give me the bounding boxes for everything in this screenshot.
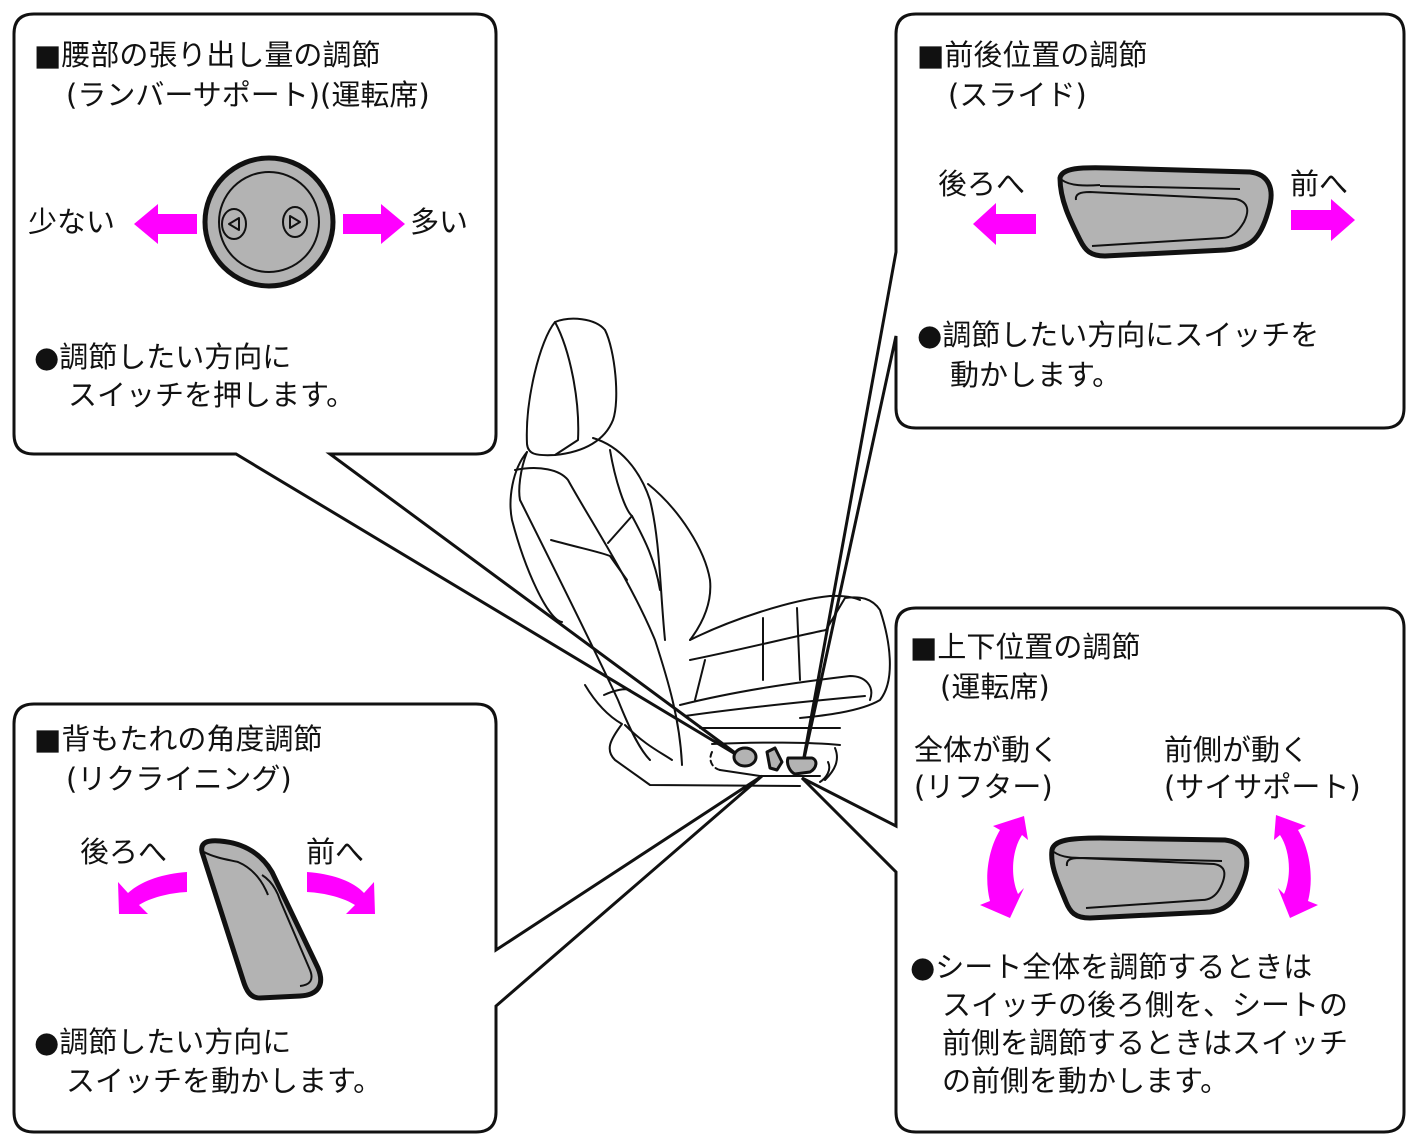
recline-subtitle: (リクライニング) [66, 762, 292, 796]
slide-note-line2: 動かします。 [950, 358, 1122, 392]
recline-note-line1: ●調節したい方向に [34, 1025, 292, 1059]
seat-illustration [509, 317, 891, 787]
panel-lumbar-outline [12, 12, 743, 760]
lumbar-note-line2: スイッチを押します。 [68, 378, 356, 412]
arrow-left-icon [134, 204, 197, 244]
arrow-left-icon [973, 203, 1036, 245]
arrow-right-icon [1291, 199, 1355, 241]
lumbar-note-line1: ●調節したい方向に [34, 340, 292, 374]
height-switch-icon [1049, 835, 1250, 921]
height-lifter-sublabel: (リフター) [914, 770, 1053, 804]
panel-recline-outline [12, 702, 763, 1134]
recline-forward-label: 前へ [306, 835, 365, 869]
lumbar-title: ■腰部の張り出し量の調節 [34, 38, 381, 72]
recline-switch-icon [199, 838, 324, 1001]
slide-switch-icon [1057, 165, 1274, 259]
slide-subtitle: (スライド) [948, 78, 1087, 112]
height-lifter-label: 全体が動く [914, 733, 1060, 767]
height-thigh-label: 前側が動く [1164, 733, 1310, 767]
slide-forward-label: 前へ [1290, 167, 1349, 201]
height-thigh-sublabel: (サイサポート) [1164, 770, 1361, 804]
slide-back-label: 後ろへ [938, 167, 1026, 201]
slide-note-line1: ●調節したい方向にスイッチを [917, 318, 1320, 352]
slide-title: ■前後位置の調節 [917, 38, 1148, 72]
lumbar-less-label: 少ない [28, 205, 116, 239]
curved-arrow-icon [118, 872, 187, 914]
height-title: ■上下位置の調節 [910, 630, 1141, 664]
height-note-line4: の前側を動かします。 [942, 1064, 1230, 1098]
recline-note-line2: スイッチを動かします。 [66, 1064, 383, 1098]
curved-arrow-icon [980, 816, 1028, 918]
curved-arrow-icon [307, 872, 375, 914]
seat-switches [732, 746, 818, 776]
lumbar-switch-icon [202, 155, 336, 289]
lumbar-more-label: 多い [410, 205, 469, 239]
height-note-line1: ●シート全体を調節するときは [910, 950, 1313, 984]
lumbar-subtitle: (ランバーサポート)(運転席) [66, 78, 430, 112]
recline-title: ■背もたれの角度調節 [34, 722, 323, 756]
height-note-line2: スイッチの後ろ側を、シートの [942, 988, 1349, 1022]
height-note-line3: 前側を調節するときはスイッチ [942, 1026, 1349, 1060]
arrow-right-icon [343, 204, 405, 244]
height-subtitle: (運転席) [940, 670, 1050, 704]
curved-arrow-icon [1274, 815, 1318, 918]
recline-back-label: 後ろへ [80, 835, 168, 869]
